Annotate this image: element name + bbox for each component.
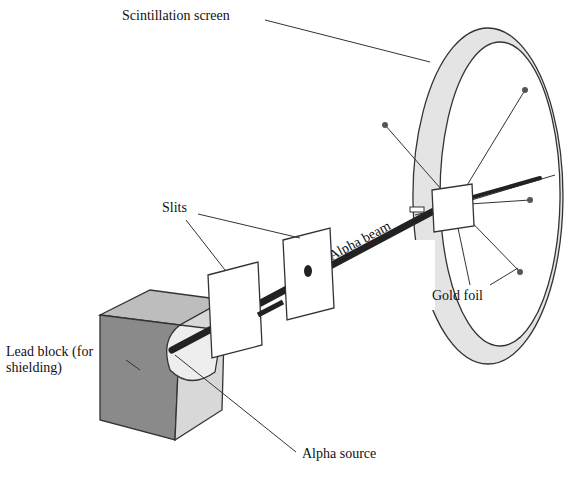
alpha-beam xyxy=(258,302,283,315)
source-label: Alpha source xyxy=(302,446,376,462)
scatter-lines xyxy=(385,90,555,272)
scintillation-dots xyxy=(382,87,533,275)
foil-holder xyxy=(410,207,424,212)
slit-plate xyxy=(208,262,262,358)
lead-block-label: Lead block (for shielding) xyxy=(6,344,128,376)
slit-plate xyxy=(283,228,334,320)
lead-block xyxy=(100,290,225,440)
scintillation-screen xyxy=(413,28,563,364)
slits-label: Slits xyxy=(162,200,187,216)
screen-opening xyxy=(405,240,435,310)
gold-foil xyxy=(432,184,474,232)
slit-hole xyxy=(304,265,312,277)
foil-label: Gold foil xyxy=(432,288,483,304)
leader-lines xyxy=(126,20,518,452)
screen-label: Scintillation screen xyxy=(122,8,230,24)
